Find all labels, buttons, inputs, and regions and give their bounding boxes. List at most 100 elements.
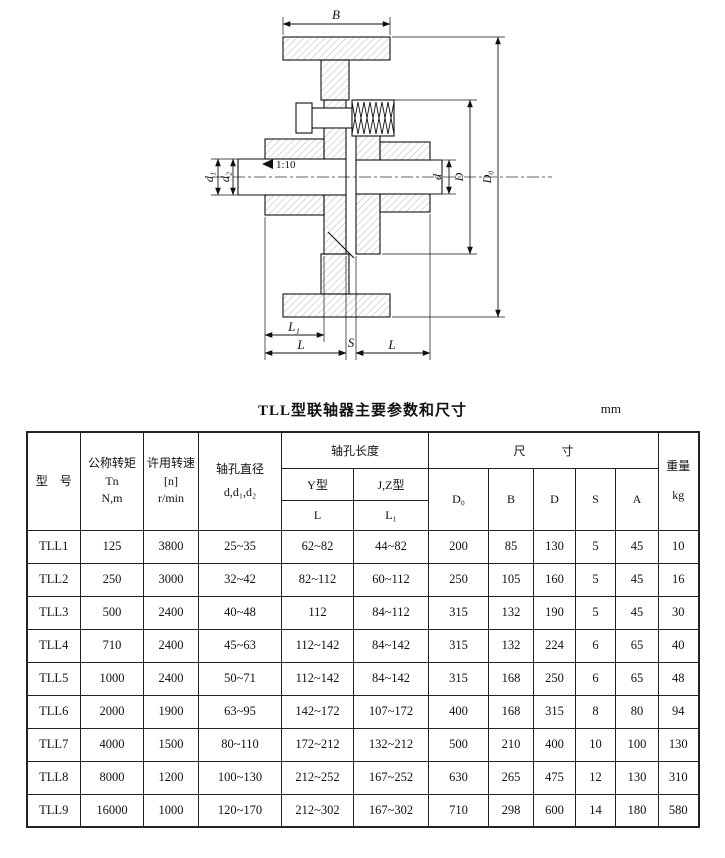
- value-cell: 5: [575, 529, 616, 564]
- value-cell: 250: [533, 661, 576, 696]
- value-cell: 125: [80, 529, 144, 564]
- value-cell: 45: [615, 595, 659, 630]
- value-cell: 5: [575, 562, 616, 597]
- dim-label-d2: d₂: [218, 172, 232, 182]
- header-col-L: L: [281, 499, 354, 531]
- value-cell: 168: [488, 661, 534, 696]
- value-cell: 63~95: [198, 694, 282, 729]
- header-col-S: S: [575, 467, 616, 531]
- header-torque-line1: 公称转矩: [87, 456, 136, 471]
- value-cell: 6: [575, 661, 616, 696]
- taper-label: 1:10: [276, 159, 296, 171]
- header-bore-length: 轴孔长度: [281, 431, 429, 469]
- value-cell: 65: [615, 661, 659, 696]
- value-cell: 315: [428, 628, 489, 663]
- value-cell: 85: [488, 529, 534, 564]
- header-speed-line3: r/min: [158, 490, 184, 505]
- value-cell: 120~170: [198, 793, 282, 828]
- header-y-type: Y型: [281, 467, 354, 501]
- value-cell: 250: [428, 562, 489, 597]
- header-bore-dia-line1: 轴孔直径: [215, 462, 264, 477]
- value-cell: 30: [658, 595, 699, 630]
- value-cell: 94: [658, 694, 699, 729]
- header-col-D0: D₀: [428, 467, 489, 531]
- value-cell: 710: [428, 793, 489, 828]
- value-cell: 250: [80, 562, 144, 597]
- value-cell: 60~112: [353, 562, 429, 597]
- value-cell: 8000: [80, 760, 144, 795]
- value-cell: 2400: [143, 628, 199, 663]
- value-cell: 80~110: [198, 727, 282, 762]
- value-cell: 172~212: [281, 727, 354, 762]
- value-cell: 130: [615, 760, 659, 795]
- value-cell: 112: [281, 595, 354, 630]
- value-cell: 45: [615, 562, 659, 597]
- value-cell: 2000: [80, 694, 144, 729]
- value-cell: 600: [533, 793, 576, 828]
- header-torque-line2: Tn: [105, 473, 119, 488]
- value-cell: 112~142: [281, 661, 354, 696]
- model-cell: TLL6: [26, 694, 81, 729]
- dim-label-L-right: L: [387, 337, 395, 352]
- unit-label: mm: [600, 401, 621, 416]
- value-cell: 44~82: [353, 529, 429, 564]
- value-cell: 580: [658, 793, 699, 828]
- value-cell: 298: [488, 793, 534, 828]
- value-cell: 45~63: [198, 628, 282, 663]
- value-cell: 16: [658, 562, 699, 597]
- header-col-D: D: [533, 467, 576, 531]
- header-weight: 重量 kg: [658, 431, 699, 531]
- model-cell: TLL5: [26, 661, 81, 696]
- value-cell: 100~130: [198, 760, 282, 795]
- header-jz-type: J,Z型: [353, 467, 429, 501]
- header-speed-line1: 许用转速: [146, 456, 195, 471]
- header-dimensions-label: 尺 寸: [513, 443, 574, 458]
- value-cell: 5: [575, 595, 616, 630]
- header-torque: 公称转矩 Tn N,m: [80, 431, 144, 531]
- value-cell: 160: [533, 562, 576, 597]
- value-cell: 25~35: [198, 529, 282, 564]
- value-cell: 45: [615, 529, 659, 564]
- value-cell: 2400: [143, 661, 199, 696]
- value-cell: 167~302: [353, 793, 429, 828]
- value-cell: 65: [615, 628, 659, 663]
- header-model-label: 型 号: [35, 473, 72, 488]
- value-cell: 180: [615, 793, 659, 828]
- value-cell: 212~302: [281, 793, 354, 828]
- value-cell: 630: [428, 760, 489, 795]
- value-cell: 62~82: [281, 529, 354, 564]
- value-cell: 200: [428, 529, 489, 564]
- value-cell: 1500: [143, 727, 199, 762]
- value-cell: 1900: [143, 694, 199, 729]
- header-dimensions: 尺 寸: [428, 431, 659, 469]
- header-col-A: A: [615, 467, 659, 531]
- value-cell: 80: [615, 694, 659, 729]
- value-cell: 315: [428, 661, 489, 696]
- value-cell: 130: [658, 727, 699, 762]
- value-cell: 112~142: [281, 628, 354, 663]
- value-cell: 14: [575, 793, 616, 828]
- model-cell: TLL2: [26, 562, 81, 597]
- value-cell: 2400: [143, 595, 199, 630]
- model-cell: TLL4: [26, 628, 81, 663]
- value-cell: 168: [488, 694, 534, 729]
- dimensions: B D₀ D d d₁ d₂: [202, 7, 505, 360]
- value-cell: 315: [428, 595, 489, 630]
- value-cell: 190: [533, 595, 576, 630]
- taper-annotation: 1:10: [262, 159, 296, 171]
- model-cell: TLL3: [26, 595, 81, 630]
- value-cell: 107~172: [353, 694, 429, 729]
- value-cell: 84~142: [353, 661, 429, 696]
- header-weight-label: 重量: [666, 458, 691, 473]
- value-cell: 1000: [143, 793, 199, 828]
- header-torque-line3: N,m: [101, 490, 123, 505]
- dim-label-D: D: [452, 172, 466, 182]
- value-cell: 1000: [80, 661, 144, 696]
- value-cell: 10: [658, 529, 699, 564]
